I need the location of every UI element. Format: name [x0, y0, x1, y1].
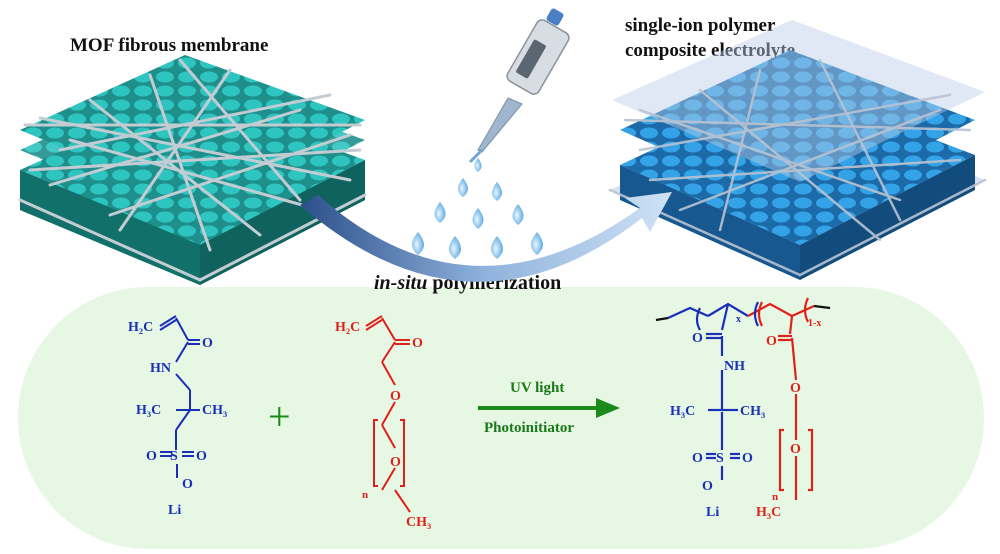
photoinitiator-label: Photoinitiator	[484, 420, 574, 436]
m1-li: Li	[168, 503, 181, 518]
m1-o-left: O	[146, 449, 157, 464]
p-li: Li	[706, 505, 719, 520]
m2-o-ether: O	[390, 389, 401, 404]
p-s: S	[716, 451, 724, 466]
p-o-amide: O	[692, 331, 703, 346]
m1-o: O	[202, 336, 213, 351]
p-x: x	[736, 314, 741, 325]
monomer-1: H₂C O HN H₃C CH₃ S O O O Li	[128, 315, 227, 518]
m1-h2c: H₂C	[128, 320, 153, 335]
droplets	[412, 158, 543, 259]
mof-membrane	[18, 55, 367, 285]
m1-ch3: CH₃	[202, 403, 227, 418]
m1-hn: HN	[150, 361, 171, 376]
m2-o-repeat: O	[390, 455, 401, 470]
p-n: n	[772, 491, 778, 503]
left-title: MOF fibrous membrane	[70, 35, 269, 56]
p-h3c: H₃C	[670, 404, 695, 419]
p-ch3: CH₃	[740, 404, 765, 419]
p-o-carbonyl: O	[766, 334, 777, 349]
p-o-left: O	[692, 451, 703, 466]
m2-ch3: CH₃	[406, 515, 431, 530]
right-title-line2: composite electrolyte	[625, 40, 796, 61]
m1-o-bottom: O	[182, 477, 193, 492]
process-label-italic: in-situ	[374, 272, 428, 294]
m1-o-right: O	[196, 449, 207, 464]
plus-sign: +	[268, 394, 291, 439]
p-nh: NH	[724, 359, 745, 374]
right-title-line1: single-ion polymer	[625, 15, 776, 36]
reaction-panel	[18, 287, 984, 549]
m2-o-carbonyl: O	[412, 336, 423, 351]
m1-s: S	[170, 449, 178, 464]
reaction-arrow	[478, 398, 620, 418]
process-arrow	[300, 192, 672, 282]
composite-electrolyte	[608, 20, 987, 280]
m2-n: n	[362, 489, 368, 501]
product-polymer: x 1-x O NH H₃C CH₃ S O O O Li O O O n H₃…	[655, 297, 831, 520]
p-o-ether: O	[790, 381, 801, 396]
p-one-minus-x: 1-x	[808, 318, 821, 329]
p-o-repeat: O	[790, 442, 801, 457]
top-illustration	[18, 8, 987, 285]
p-o-right: O	[742, 451, 753, 466]
p-h3c-end: H₃C	[756, 505, 781, 520]
m2-h2c: H₂C	[335, 320, 360, 335]
m1-h3c: H₃C	[136, 403, 161, 418]
pipette-icon	[468, 8, 570, 164]
p-o-bottom: O	[702, 479, 713, 494]
reaction-scheme: H₂C O HN H₃C CH₃ S O O O Li +	[128, 297, 831, 530]
uv-light-label: UV light	[510, 380, 565, 396]
monomer-2: H₂C O O O n CH₃	[335, 315, 431, 530]
